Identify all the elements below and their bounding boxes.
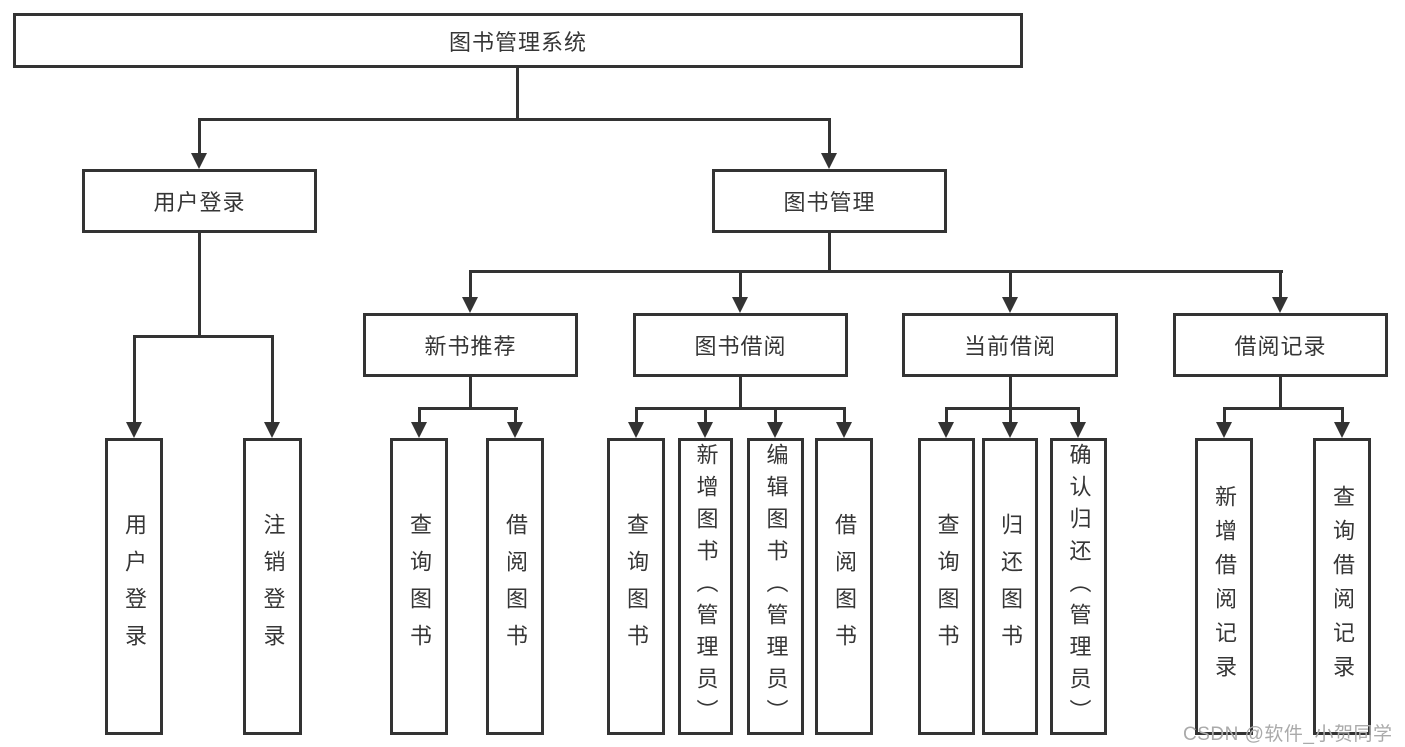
connector-line (469, 270, 472, 297)
arrowhead-down (938, 422, 954, 438)
connector-line (635, 407, 846, 410)
node-current-borrow: 当前借阅 (902, 313, 1118, 377)
connector-line (1223, 407, 1226, 422)
arrowhead-down (126, 422, 142, 438)
connector-line (1009, 270, 1012, 297)
node-book-management: 图书管理 (712, 169, 947, 233)
connector-line (774, 407, 777, 422)
connector-line (1077, 407, 1080, 422)
connector-line (198, 118, 831, 121)
connector-line (739, 270, 742, 297)
arrowhead-down (821, 153, 837, 169)
node-root: 图书管理系统 (13, 13, 1023, 68)
node-leaf-current-query: 查询图书 (918, 438, 975, 735)
connector-line (828, 118, 831, 153)
connector-line (418, 407, 518, 410)
node-leaf-user-login: 用户登录 (105, 438, 163, 735)
arrowhead-down (507, 422, 523, 438)
arrowhead-down (1070, 422, 1086, 438)
csdn-watermark: CSDN @软件_小贺同学 (1183, 724, 1393, 745)
node-new-book-recommend: 新书推荐 (363, 313, 578, 377)
node-leaf-borrow-edit-admin: 编辑图书（管理员） (747, 438, 804, 735)
arrowhead-down (191, 153, 207, 169)
connector-line (1341, 407, 1344, 422)
connector-line (271, 335, 274, 422)
node-leaf-logout: 注销登录 (243, 438, 302, 735)
node-leaf-borrow-add-admin: 新增图书（管理员） (678, 438, 733, 735)
connector-line (198, 118, 201, 153)
node-leaf-newbook-borrow: 借阅图书 (486, 438, 544, 735)
connector-line (418, 407, 421, 422)
connector-line (1009, 377, 1012, 410)
connector-line (843, 407, 846, 422)
connector-line (133, 335, 274, 338)
arrowhead-down (264, 422, 280, 438)
connector-line (516, 68, 519, 118)
arrowhead-down (836, 422, 852, 438)
node-leaf-record-query: 查询借阅记录 (1313, 438, 1371, 735)
connector-line (739, 377, 742, 410)
arrowhead-down (767, 422, 783, 438)
connector-line (635, 407, 638, 422)
arrowhead-down (1334, 422, 1350, 438)
connector-line (469, 377, 472, 410)
node-leaf-newbook-query: 查询图书 (390, 438, 448, 735)
node-borrow-record: 借阅记录 (1173, 313, 1388, 377)
arrowhead-down (1002, 422, 1018, 438)
connector-line (945, 407, 1080, 410)
arrowhead-down (1002, 297, 1018, 313)
node-leaf-current-return: 归还图书 (982, 438, 1038, 735)
node-leaf-borrow-query: 查询图书 (607, 438, 665, 735)
node-leaf-borrow-borrow: 借阅图书 (815, 438, 873, 735)
connector-line (198, 233, 201, 335)
node-user-login: 用户登录 (82, 169, 317, 233)
connector-line (945, 407, 948, 422)
connector-line (1279, 270, 1282, 297)
connector-line (133, 335, 136, 422)
node-leaf-record-add: 新增借阅记录 (1195, 438, 1253, 735)
arrowhead-down (1216, 422, 1232, 438)
connector-line (828, 233, 831, 273)
connector-line (469, 270, 1283, 273)
arrowhead-down (462, 297, 478, 313)
arrowhead-down (1272, 297, 1288, 313)
arrowhead-down (628, 422, 644, 438)
node-book-borrow: 图书借阅 (633, 313, 848, 377)
connector-line (1223, 407, 1344, 410)
connector-line (1279, 377, 1282, 410)
arrowhead-down (411, 422, 427, 438)
node-leaf-current-confirm-admin: 确认归还（管理员） (1050, 438, 1107, 735)
connector-line (704, 407, 707, 422)
arrowhead-down (697, 422, 713, 438)
connector-line (514, 407, 517, 422)
connector-line (1009, 407, 1012, 422)
arrowhead-down (732, 297, 748, 313)
